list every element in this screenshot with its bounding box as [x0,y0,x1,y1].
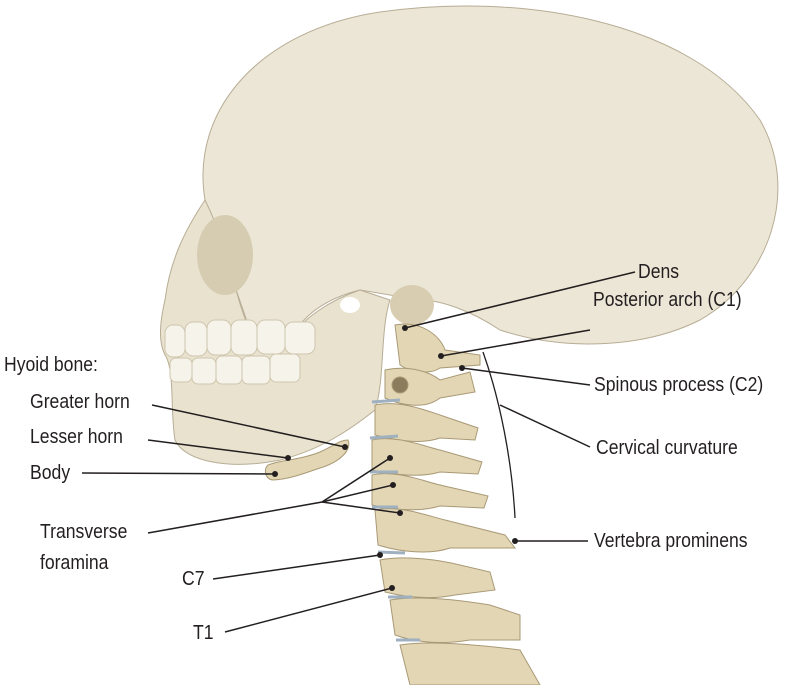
label-vertebra-prominens: Vertebra prominens [594,530,748,552]
orbit [197,215,253,295]
intervertebral-discs [369,398,420,642]
label-transverse: Transverse [40,521,128,543]
label-body: Body [30,462,71,484]
leader-dots [272,325,518,591]
label-dens: Dens [638,261,680,283]
label-hyoid-bone: Hyoid bone: [4,354,98,376]
label-cervical-curvature: Cervical curvature [596,437,738,459]
label-greater-horn: Greater horn [30,391,130,413]
label-lesser-horn: Lesser horn [30,426,123,448]
label-c7: C7 [182,568,205,590]
hyoid-bone [264,439,350,481]
label-spinous-process: Spinous process (C2) [594,374,764,396]
mastoid [390,285,434,325]
label-posterior-arch: Posterior arch (C1) [593,289,742,311]
cervical-vertebrae [371,323,541,685]
ear-canal [340,297,360,313]
label-foramina: foramina [40,552,109,574]
cervical-curvature-bracket [482,351,516,519]
label-t1: T1 [193,622,214,644]
leader-lines [81,271,636,633]
teeth [164,319,316,385]
